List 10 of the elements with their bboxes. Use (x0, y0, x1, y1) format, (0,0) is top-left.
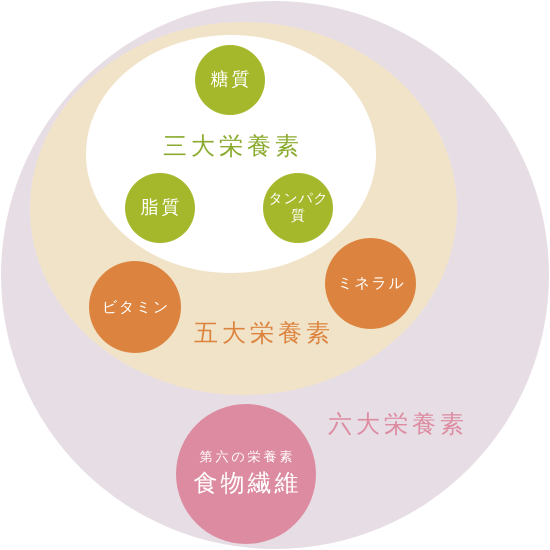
nutrient-label: ビタミン (101, 298, 170, 316)
nutrient-caption: 第六の栄養素 (198, 450, 296, 466)
category-label: 五大栄養素 (193, 320, 334, 346)
nutrient-label: 糖質 (210, 68, 252, 92)
category-label: 六大栄養素 (327, 410, 468, 438)
nutrient-label: タンパク質 (268, 190, 330, 226)
nutrient-label: 食物繊維 (192, 468, 302, 498)
category-label: 三大栄養素 (162, 132, 303, 160)
nutrient-label: 脂質 (140, 196, 182, 220)
nutrient-label: ミネラル (336, 274, 406, 293)
